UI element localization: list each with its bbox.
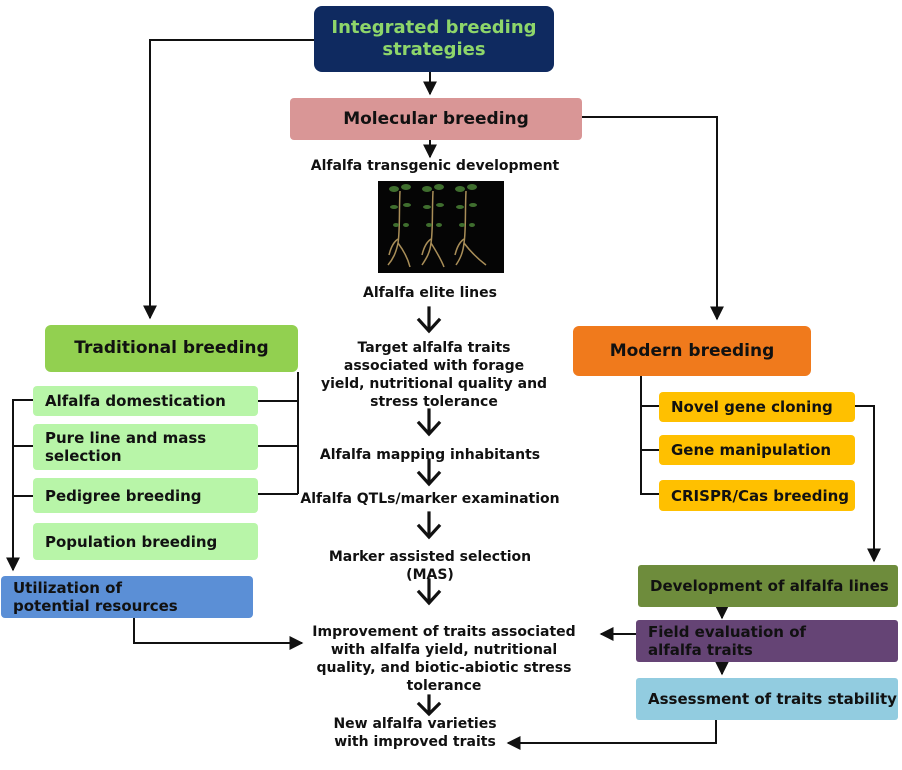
utilization-resources-label: Utilization of potential resources xyxy=(13,579,178,615)
traditional-breeding-title: Traditional breeding xyxy=(74,338,269,359)
new-varieties-label: New alfalfa varieties with improved trai… xyxy=(333,716,497,750)
assessment-stability-label: Assessment of traits stability xyxy=(648,690,897,708)
down-arrow-icon xyxy=(416,511,442,540)
traditional-item-label: Pure line and mass selection xyxy=(45,429,207,465)
down-arrow-icon xyxy=(416,694,442,717)
elite-lines-label: Alfalfa elite lines xyxy=(363,285,497,301)
modern-breeding-box: Modern breeding xyxy=(573,326,811,376)
mapping-inhabitants-label: Alfalfa mapping inhabitants xyxy=(319,447,541,463)
modern-item-crispr: CRISPR/Cas breeding xyxy=(659,480,855,511)
modern-breeding-title: Modern breeding xyxy=(609,340,775,361)
qtl-marker-label: Alfalfa QTLs/marker examination xyxy=(300,491,560,507)
modern-item-gene-manipulation: Gene manipulation xyxy=(659,435,855,465)
traditional-item-label: Alfalfa domestication xyxy=(45,392,226,410)
down-arrow-icon xyxy=(416,578,442,606)
traditional-item-label: Pedigree breeding xyxy=(45,486,202,505)
down-arrow-icon xyxy=(416,408,442,437)
down-arrow-icon xyxy=(416,458,442,487)
development-lines-label: Development of alfalfa lines xyxy=(650,577,889,595)
assessment-stability-box: Assessment of traits stability xyxy=(636,678,898,720)
down-arrow-icon xyxy=(416,306,442,334)
improvement-traits-label: Improvement of traits associated with al… xyxy=(312,624,576,694)
modern-item-label: Gene manipulation xyxy=(671,441,832,459)
alfalfa-seedlings-icon xyxy=(387,184,487,268)
integrated-breeding-title: Integrated breeding strategies xyxy=(331,17,537,60)
traditional-item-label: Population breeding xyxy=(45,532,218,551)
modern-item-gene-cloning: Novel gene cloning xyxy=(659,392,855,422)
target-traits-label: Target alfalfa traits associated with fo… xyxy=(320,340,548,410)
transgenic-development-label: Alfalfa transgenic development xyxy=(310,158,560,174)
molecular-breeding-box: Molecular breeding xyxy=(290,98,582,140)
traditional-item-population: Population breeding xyxy=(33,523,258,560)
development-lines-box: Development of alfalfa lines xyxy=(638,565,898,607)
modern-item-label: CRISPR/Cas breeding xyxy=(671,486,850,505)
integrated-breeding-title-box: Integrated breeding strategies xyxy=(314,6,554,72)
traditional-item-domestication: Alfalfa domestication xyxy=(33,386,258,416)
field-evaluation-label: Field evaluation of alfalfa traits xyxy=(648,623,807,659)
field-evaluation-box: Field evaluation of alfalfa traits xyxy=(636,620,898,662)
alfalfa-seedlings-photo xyxy=(378,181,504,273)
traditional-item-pure-line: Pure line and mass selection xyxy=(33,424,258,470)
modern-item-label: Novel gene cloning xyxy=(671,398,833,416)
traditional-breeding-box: Traditional breeding xyxy=(45,325,298,372)
traditional-item-pedigree: Pedigree breeding xyxy=(33,478,258,513)
utilization-resources-box: Utilization of potential resources xyxy=(1,576,253,618)
molecular-breeding-title: Molecular breeding xyxy=(343,108,529,129)
mas-label: Marker assisted selection (MAS) xyxy=(328,549,532,583)
